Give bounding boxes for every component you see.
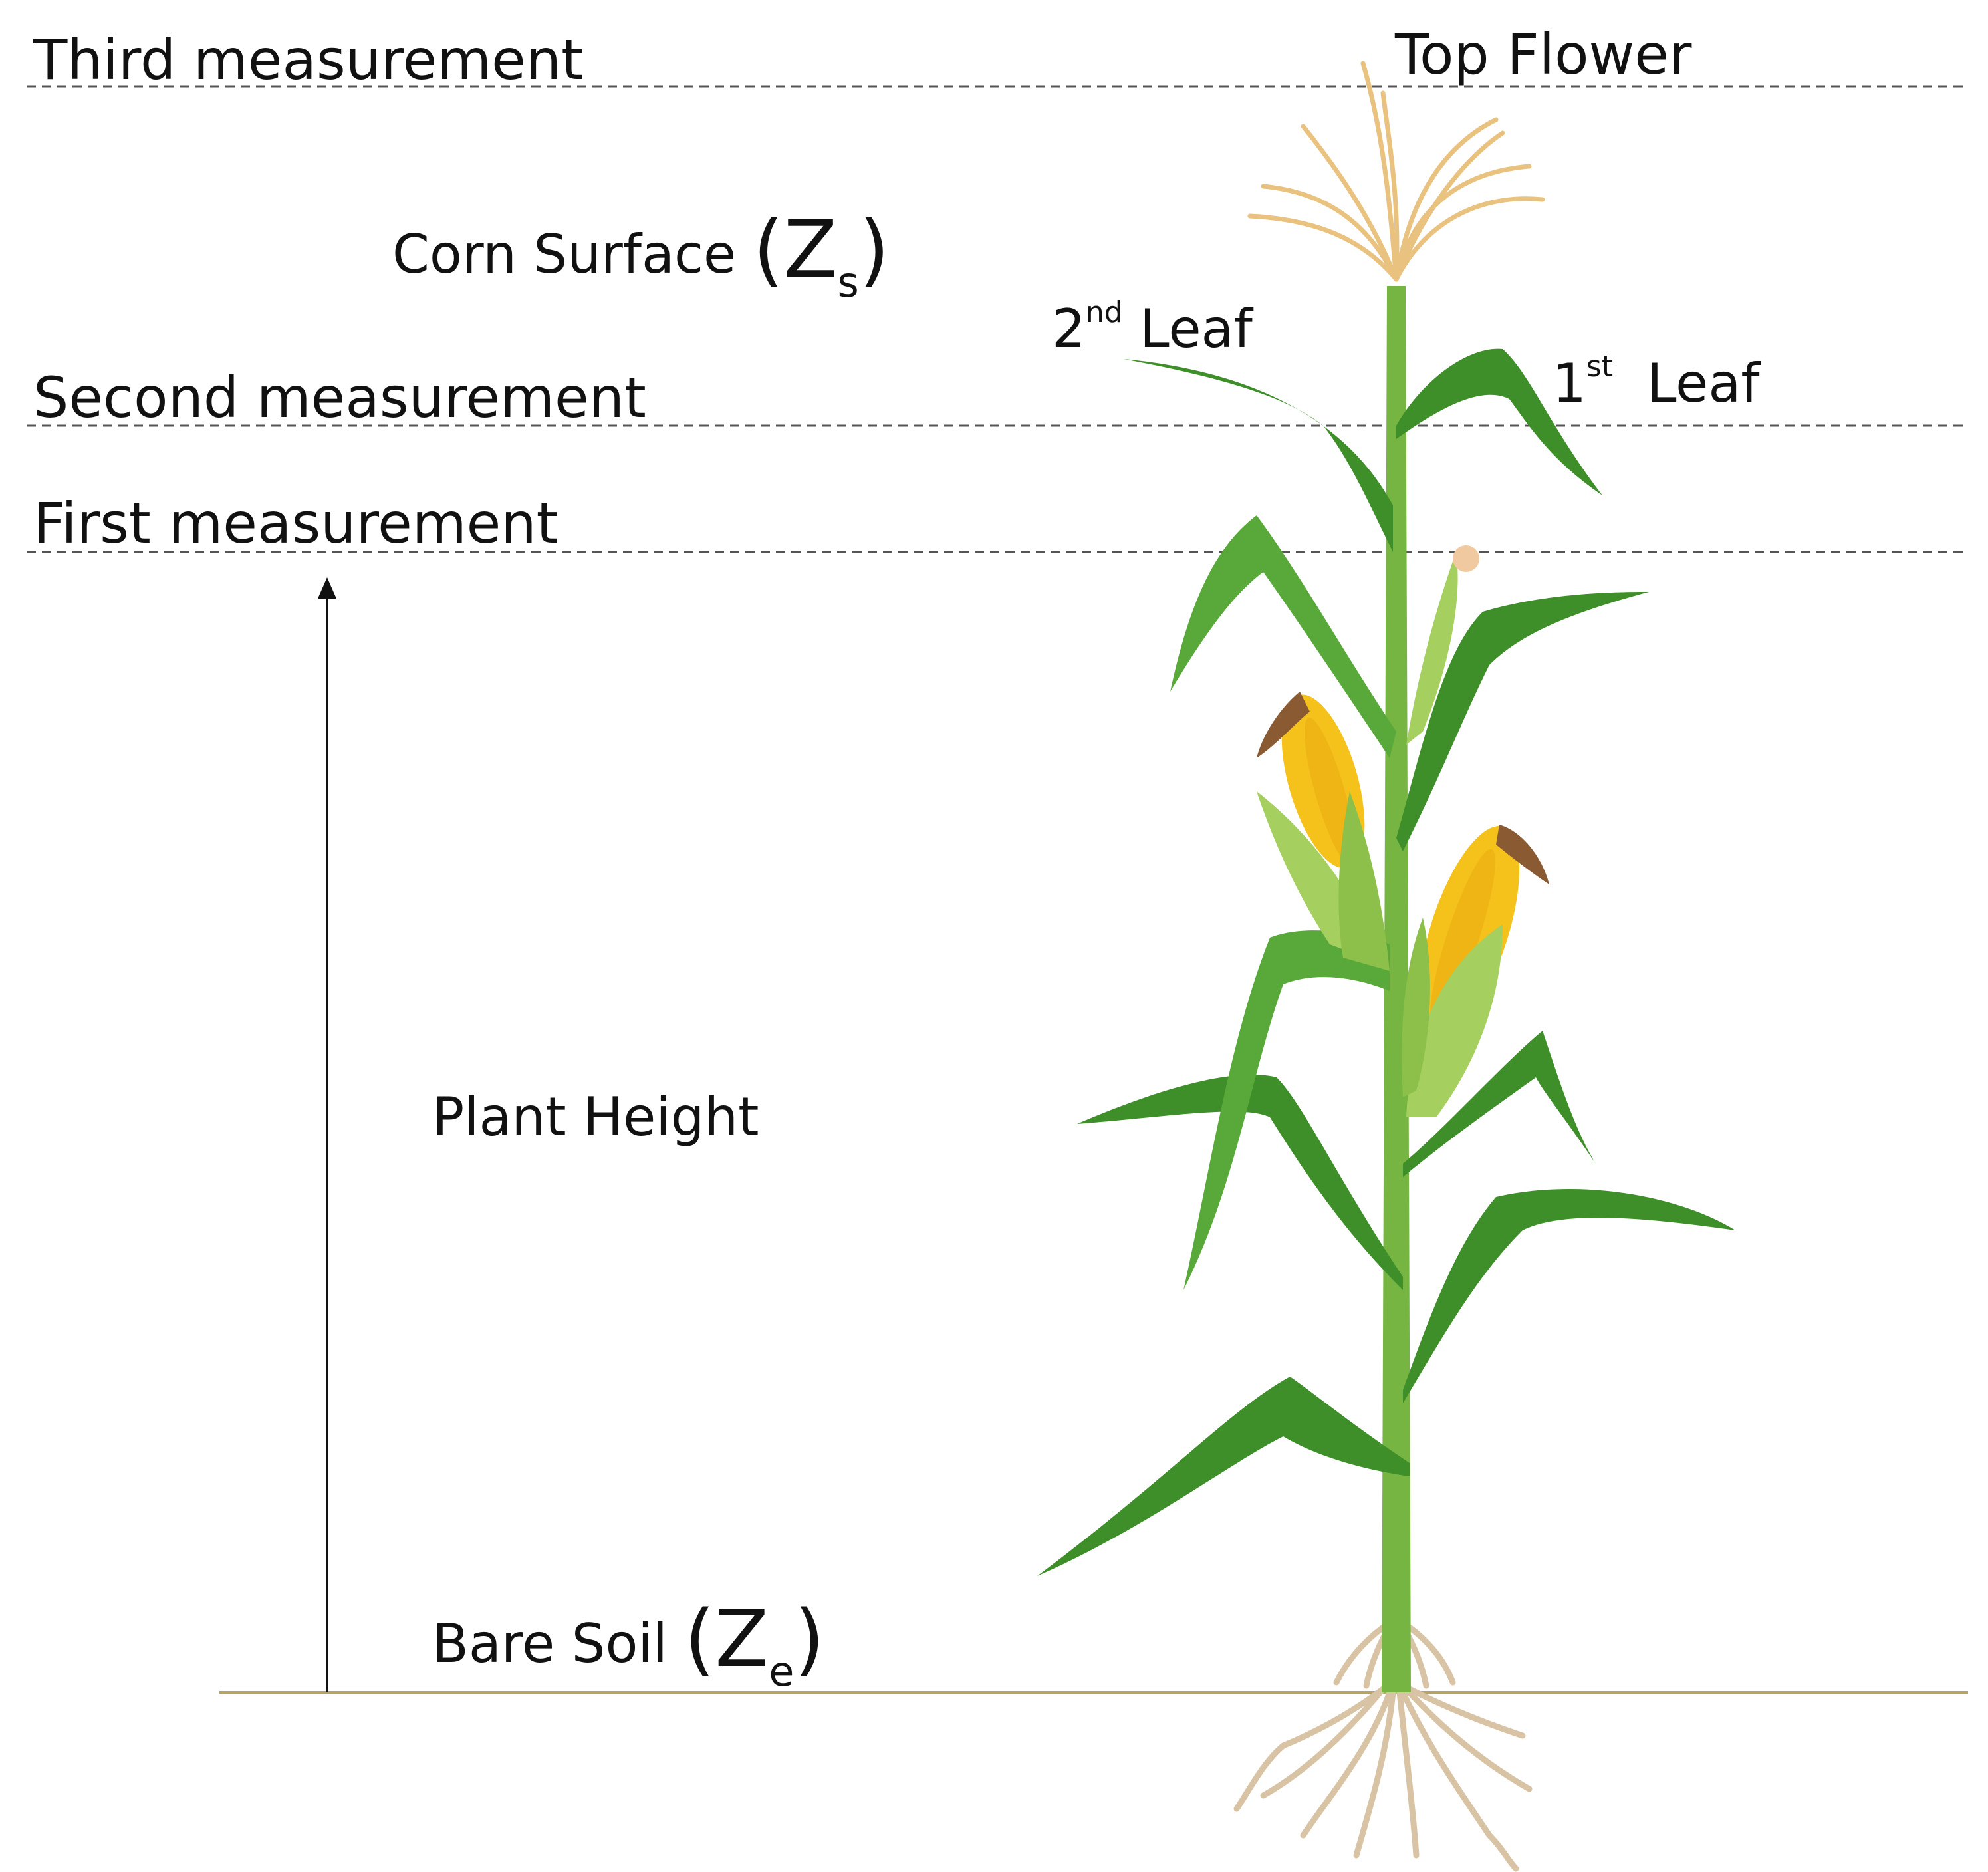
corn-surface-symbol: Z [783, 203, 838, 295]
roots [1233, 1619, 1533, 1872]
corn-surface-open-paren: ( [753, 203, 784, 295]
bare-soil-subscript: e [769, 1647, 795, 1696]
bare-soil-symbol: Z [715, 1593, 769, 1684]
corn-surface-subscript: s [837, 258, 859, 307]
upper-husk [1406, 552, 1458, 745]
first-leaf-label: 1st Leaf [1553, 352, 1760, 410]
upper-silk [1453, 545, 1479, 572]
corn-surface-label: Corn Surface (Zs) [392, 210, 890, 303]
second-leaf-suffix: nd [1085, 295, 1123, 329]
corn-surface-close-paren: ) [858, 203, 890, 295]
first-measurement-label: First measurement [33, 491, 559, 556]
top-flower-tassel [1247, 61, 1545, 282]
second-leaf-text: Leaf [1140, 298, 1253, 360]
first-leaf-suffix: st [1586, 350, 1614, 384]
second-leaf-number: 2 [1052, 298, 1086, 360]
plant-height-label: Plant Height [432, 1086, 759, 1148]
corn-ear-right [1402, 825, 1549, 1117]
bare-soil-text: Bare Soil [432, 1613, 668, 1674]
main-stem [1382, 286, 1411, 1692]
corn-surface-text: Corn Surface [392, 223, 737, 285]
plant-height-arrow [318, 577, 336, 1692]
leaves [1037, 348, 1735, 1576]
corn-ear-left [1257, 692, 1390, 971]
top-flower-label: Top Flower [1395, 22, 1692, 87]
bare-soil-open-paren: ( [684, 1593, 715, 1684]
second-leaf-label: 2nd Leaf [1052, 298, 1253, 356]
bare-soil-close-paren: ) [794, 1593, 825, 1684]
bare-soil-label: Bare Soil (Ze) [432, 1599, 824, 1692]
first-leaf-number: 1 [1553, 352, 1586, 414]
second-measurement-label: Second measurement [33, 365, 646, 430]
first-leaf-text: Leaf [1646, 352, 1760, 414]
third-measurement-label: Third measurement [33, 27, 583, 92]
